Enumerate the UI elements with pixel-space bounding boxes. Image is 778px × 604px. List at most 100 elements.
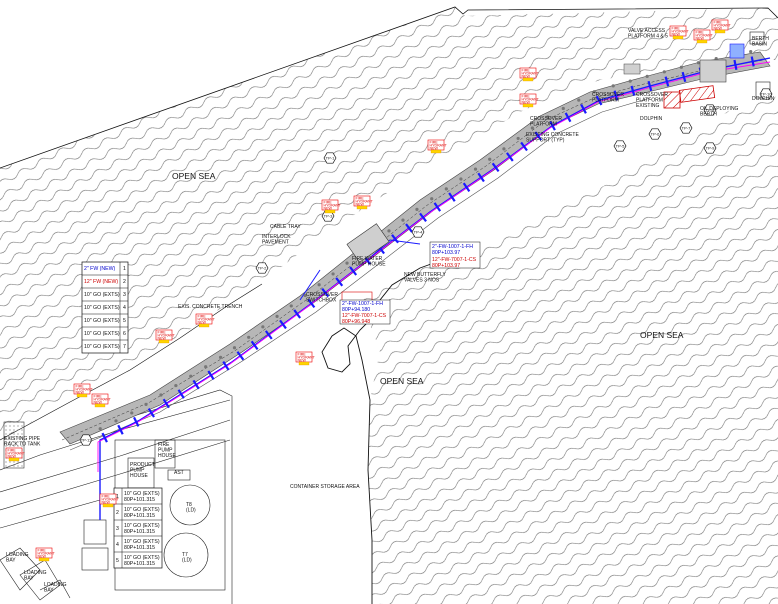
pipe-support-22 <box>391 234 399 244</box>
pipe-support-28 <box>477 172 485 183</box>
concrete-support-3 <box>114 419 118 423</box>
pipe-support-41 <box>681 71 687 83</box>
hex-marker-label-4: TP-4 <box>414 229 423 234</box>
hex-marker-label-10: TP-10 <box>761 91 773 96</box>
pipe-ref-4a: 12"-FW-7007-1-CS <box>342 313 387 319</box>
pipe-support-34 <box>564 112 572 123</box>
hex-marker-11 <box>79 434 93 446</box>
concrete-support-41 <box>679 65 683 69</box>
concrete-support-18 <box>331 272 335 276</box>
pipe-support-23 <box>405 223 413 233</box>
concrete-support-42 <box>696 61 701 65</box>
callout-tank-t8: T8(LD) <box>186 502 196 514</box>
hex-marker-5 <box>613 140 627 152</box>
pipe-support-6 <box>162 398 170 409</box>
pipe-support-25 <box>433 202 442 212</box>
hex-marker-label-7: TP-7 <box>682 125 691 130</box>
pipe-support-7 <box>177 389 185 399</box>
pipe-support-45 <box>750 56 755 67</box>
pipe-support-4 <box>133 416 140 427</box>
tank-t8 <box>169 484 211 526</box>
legend-bottom-num-1: 1 <box>116 494 119 500</box>
pipe-support-18 <box>335 277 344 287</box>
pipe-support-12 <box>250 340 259 351</box>
pipe-support-24 <box>419 212 427 222</box>
hex-marker-2 <box>255 262 269 274</box>
pipe-ref-4b: 80P+96.948 <box>342 319 370 325</box>
concrete-support-43 <box>714 56 718 61</box>
pipe-ref-1a: 2"-FW-1007-1-FH <box>432 244 473 250</box>
pipe-support-17 <box>321 288 330 298</box>
pipe-ref-3a: 2"-FW-1007-1-FH <box>342 301 383 307</box>
concrete-support-30 <box>502 147 506 151</box>
pipe-support-16 <box>307 298 316 309</box>
pipe-support-19 <box>349 266 358 276</box>
legend-bottom-num-2: 2 <box>116 510 119 516</box>
pipe-ref-3b: 80P+94.180 <box>342 307 370 313</box>
legend-top-num-3: 3 <box>123 292 126 298</box>
legend-bottom-num-3: 3 <box>116 526 119 532</box>
pipe-ref-2b: 80P+103.97 <box>432 263 460 269</box>
concrete-support-17 <box>317 283 321 287</box>
valve-platform <box>729 43 745 59</box>
hex-marker-label-5: TP-5 <box>616 143 625 148</box>
pipe-support-10 <box>222 361 230 371</box>
callout-dolphin-top: DOLPHIN <box>752 96 775 102</box>
hex-marker-4 <box>411 226 425 238</box>
pipe-support-2 <box>101 432 108 443</box>
legend-bottom-sub-5: 80P+101.315 <box>124 561 155 567</box>
hex-marker-6 <box>648 128 662 140</box>
legend-top-row-7: 10" GO (EXTS) <box>84 344 120 350</box>
hex-marker-label-3: TP-3 <box>324 213 333 218</box>
hex-marker-9 <box>703 142 717 154</box>
concrete-support-40 <box>662 70 666 74</box>
hex-marker-7 <box>679 122 693 134</box>
concrete-support-37 <box>611 84 615 88</box>
callout-tank-t7: T7(LD) <box>182 552 192 564</box>
pipe-support-11 <box>236 351 245 361</box>
pipe-support-15 <box>293 309 302 319</box>
pipe-support-37 <box>613 90 619 101</box>
legend-bottom-row-4: 10" GO (EXTS) <box>124 539 160 545</box>
legend-top-num-6: 6 <box>123 331 126 337</box>
concrete-support-4 <box>130 411 134 415</box>
pipe-support-8 <box>192 379 200 390</box>
pipe-reference-boxes: 2"-FW-1007-1-FH 80P+103.97 12"-FW-7007-1… <box>339 241 481 325</box>
legend-top-row-6: 10" GO (EXTS) <box>84 331 120 337</box>
concrete-support-38 <box>628 79 632 83</box>
pipe-new-fw-magenta <box>97 61 771 472</box>
callout-dolphin-mid: DOLPHIN <box>640 116 663 122</box>
concrete-support-6 <box>159 393 163 397</box>
legend-top-row-3: 10" GO (EXTS) <box>84 292 120 298</box>
sea-boundary-line <box>0 6 778 169</box>
concrete-support-24 <box>415 207 419 212</box>
concrete-support-26 <box>444 187 448 191</box>
concrete-support-31 <box>516 136 520 141</box>
pipe-ref-1b: 80P+103.97 <box>432 250 460 256</box>
hex-marker-label-6: TP-6 <box>651 131 660 136</box>
legend-top-row-2: 12" FW (NEW) <box>84 279 118 285</box>
pipe-support-35 <box>580 103 587 114</box>
concrete-support-8 <box>189 374 193 378</box>
pipe-support-9 <box>207 370 215 381</box>
label-open-sea-1: OPEN SEA <box>172 171 216 181</box>
pipe-support-38 <box>630 85 636 96</box>
concrete-support-10 <box>218 355 223 359</box>
legend-bottom-row-1: 10" GO (EXTS) <box>124 491 160 497</box>
